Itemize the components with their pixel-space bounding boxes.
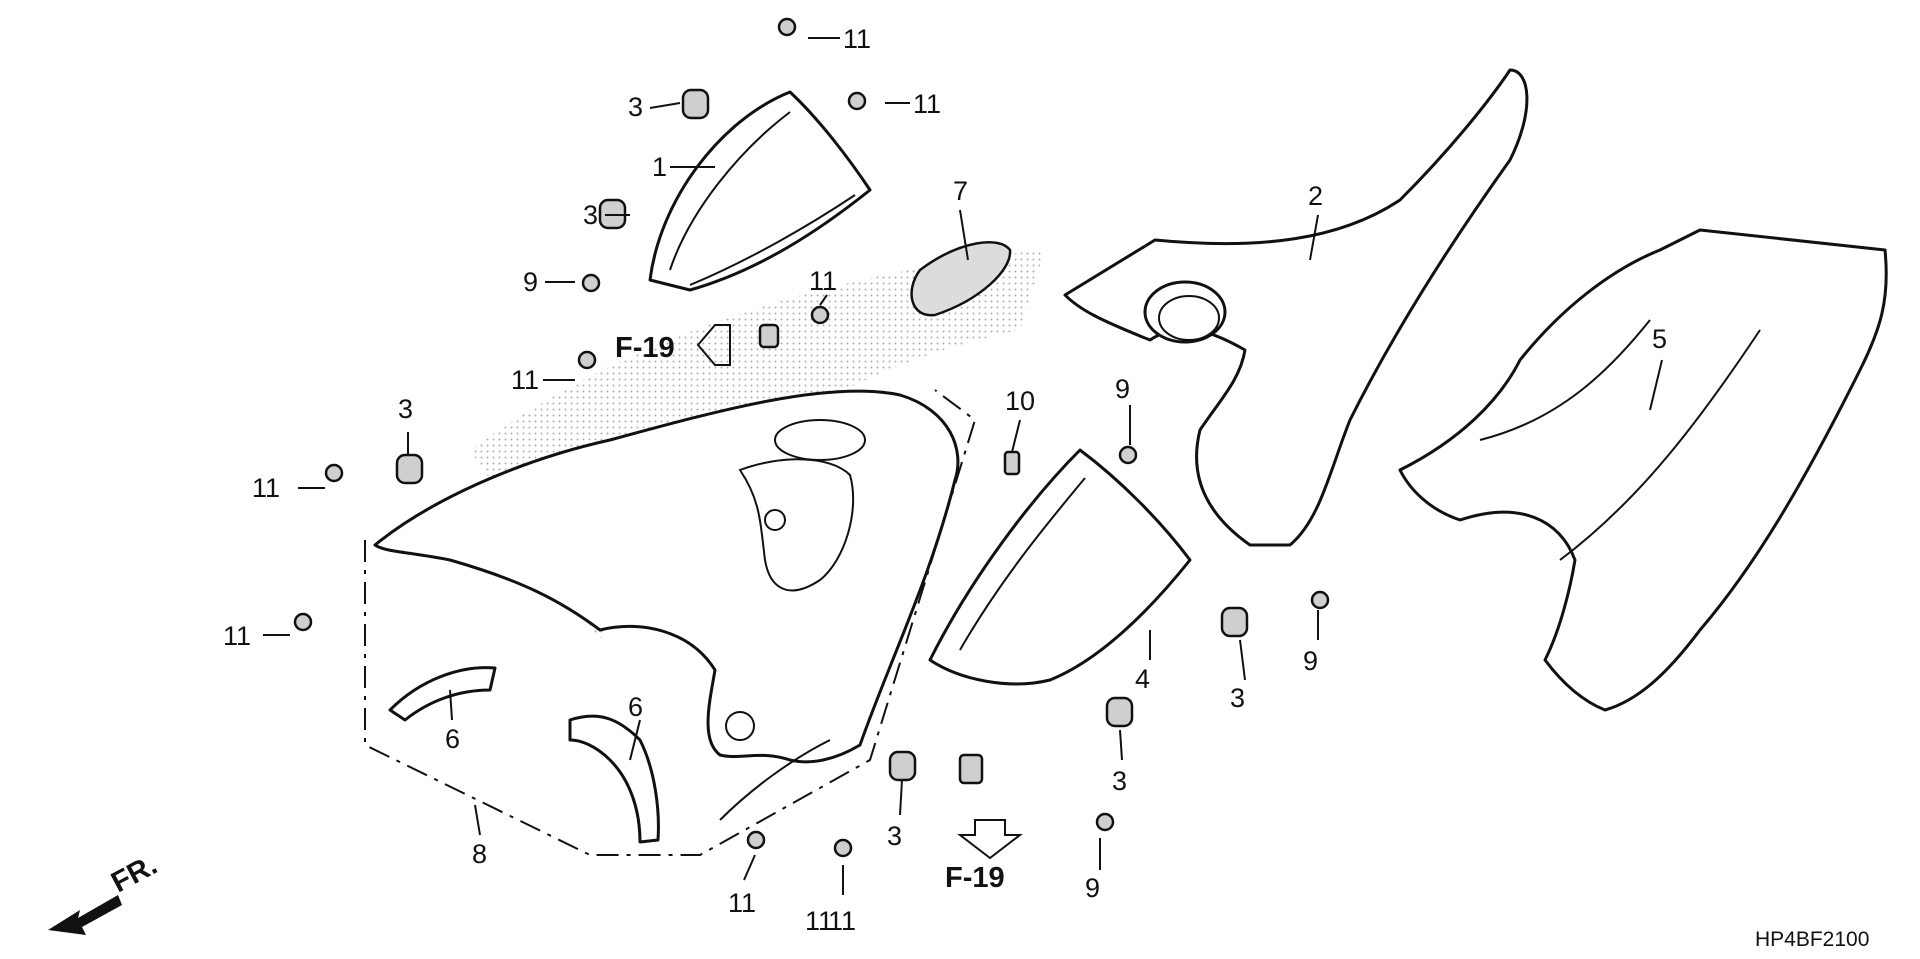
callout-1: 1 [652, 152, 667, 182]
group-outline-part-8 [364, 389, 977, 856]
ref-label-f19-upper: F-19 [615, 332, 675, 364]
callout-11-upper-right: 11 [913, 89, 941, 119]
part-1-upper-shroud [648, 90, 872, 292]
callout-3-upper: 3 [583, 200, 598, 230]
ref-label-f19-lower: F-19 [945, 862, 1005, 894]
callout-3-top: 3 [628, 92, 643, 122]
callout-9-upper: 9 [523, 267, 538, 297]
callout-9-center: 9 [1115, 374, 1130, 404]
part-7-pad [910, 241, 1012, 317]
callout-11-bottom-right: 11 [805, 906, 833, 936]
callout-2: 2 [1308, 181, 1323, 211]
callout-4: 4 [1135, 664, 1150, 694]
callout-9-bottom: 9 [1085, 873, 1100, 903]
callout-11-left-upper: 11 [511, 365, 539, 395]
part-2-air-cleaner-cover [1063, 68, 1529, 547]
callout-6-center: 6 [628, 692, 643, 722]
drawing-code: HP4BF2100 [1755, 928, 1869, 951]
part-6-guide-center [568, 714, 660, 844]
callout-3-left: 3 [398, 394, 413, 424]
callout-11-top: 11 [843, 24, 871, 54]
callout-3-bottom: 3 [887, 821, 902, 851]
callout-9-right: 9 [1303, 646, 1318, 676]
part-4-lower-shroud [928, 448, 1192, 686]
callout-5: 5 [1652, 324, 1667, 354]
front-label: FR. [106, 849, 162, 899]
callout-11-center-upper: 11 [809, 266, 837, 296]
leader-lines [263, 37, 1663, 895]
callout-3-right: 3 [1230, 683, 1245, 713]
callout-10: 10 [1005, 386, 1035, 416]
callout-11-left: 11 [252, 473, 280, 503]
callout-7: 7 [953, 176, 968, 206]
part-5-side-cover [1398, 228, 1888, 712]
callout-8: 8 [472, 839, 487, 869]
ref-arrow-f19-lower [957, 819, 1023, 860]
part-6-guide-left [388, 666, 497, 722]
part-8-tank-shroud [373, 389, 960, 821]
front-arrow [48, 895, 122, 935]
callout-6-left: 6 [445, 724, 460, 754]
callout-11-left-lower: 11 [223, 621, 251, 651]
grommets-and-bolts [293, 17, 1330, 858]
callout-3-lower-right: 3 [1112, 766, 1127, 796]
ref-arrow-f19-upper [696, 324, 731, 366]
callout-11-bottom-center: 11 [828, 906, 856, 936]
callout-11-bottom-left: 11 [728, 888, 756, 918]
